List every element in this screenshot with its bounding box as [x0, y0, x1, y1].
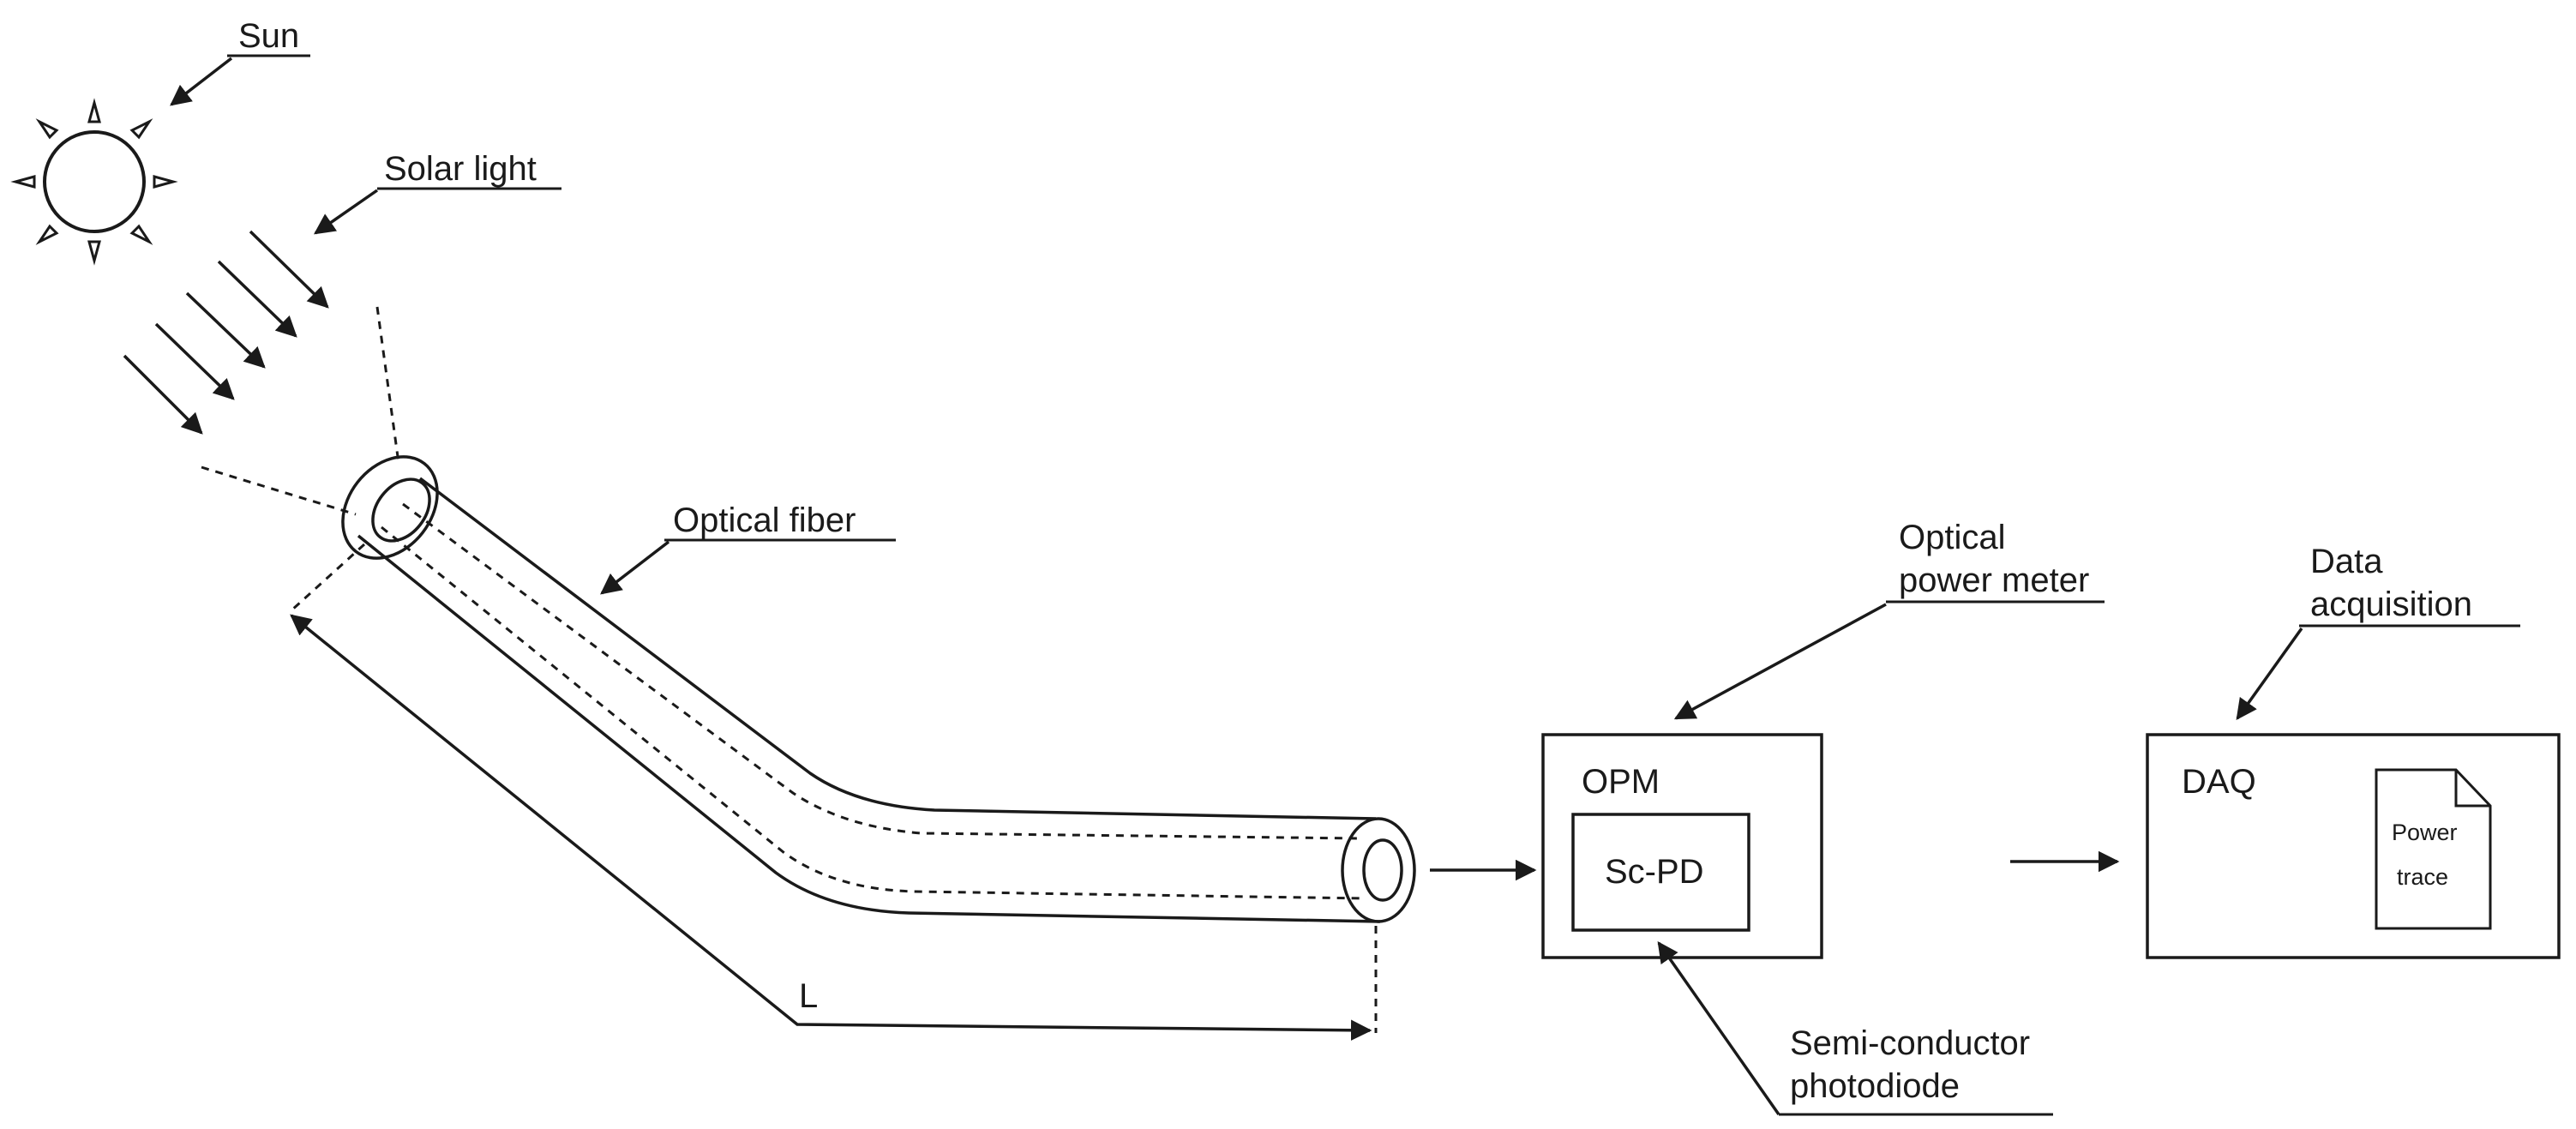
sun-icon	[10, 98, 178, 266]
opm-label: OPM	[1582, 763, 1660, 801]
solar-light-rays	[123, 230, 329, 435]
document-icon: Power trace	[2375, 768, 2492, 930]
solar-light-label-group: Solar light	[313, 150, 561, 235]
solar-light-label: Solar light	[384, 150, 537, 188]
power-trace-label-line1: Power	[2392, 820, 2458, 845]
optical-fiber-label: Optical fiber	[673, 501, 856, 539]
data-acquisition-label-group: Data acquisition	[2236, 543, 2520, 720]
sc-pd-label: Sc-PD	[1605, 853, 1704, 891]
daq-box: DAQ Power trace	[2146, 733, 2561, 959]
length-dimension: L	[290, 543, 1378, 1042]
optical-power-meter-label-group: Optical power meter	[1673, 519, 2105, 720]
data-acquisition-label-line2: acquisition	[2310, 586, 2472, 623]
sc-pd-box: Sc-PD	[1571, 813, 1750, 932]
photodiode-label-line2: photodiode	[1790, 1067, 1960, 1105]
opm-box: OPM Sc-PD	[1541, 733, 1823, 959]
sun-label: Sun	[238, 17, 299, 55]
optical-power-meter-label-line2: power meter	[1899, 561, 2089, 599]
daq-label: DAQ	[2182, 763, 2256, 801]
photodiode-label-line1: Semi-conductor	[1790, 1024, 2030, 1062]
optical-fiber	[341, 455, 1416, 923]
photodiode-label-group: Semi-conductor photodiode	[1657, 940, 2053, 1116]
optical-fiber-label-group: Optical fiber	[600, 501, 896, 595]
acceptance-cone	[201, 306, 400, 516]
length-label: L	[799, 977, 818, 1015]
sun-label-group: Sun	[170, 17, 310, 106]
optical-power-meter-label-line1: Optical	[1899, 519, 2006, 556]
data-acquisition-label-line1: Data	[2310, 543, 2383, 580]
power-trace-label-line2: trace	[2397, 864, 2448, 890]
